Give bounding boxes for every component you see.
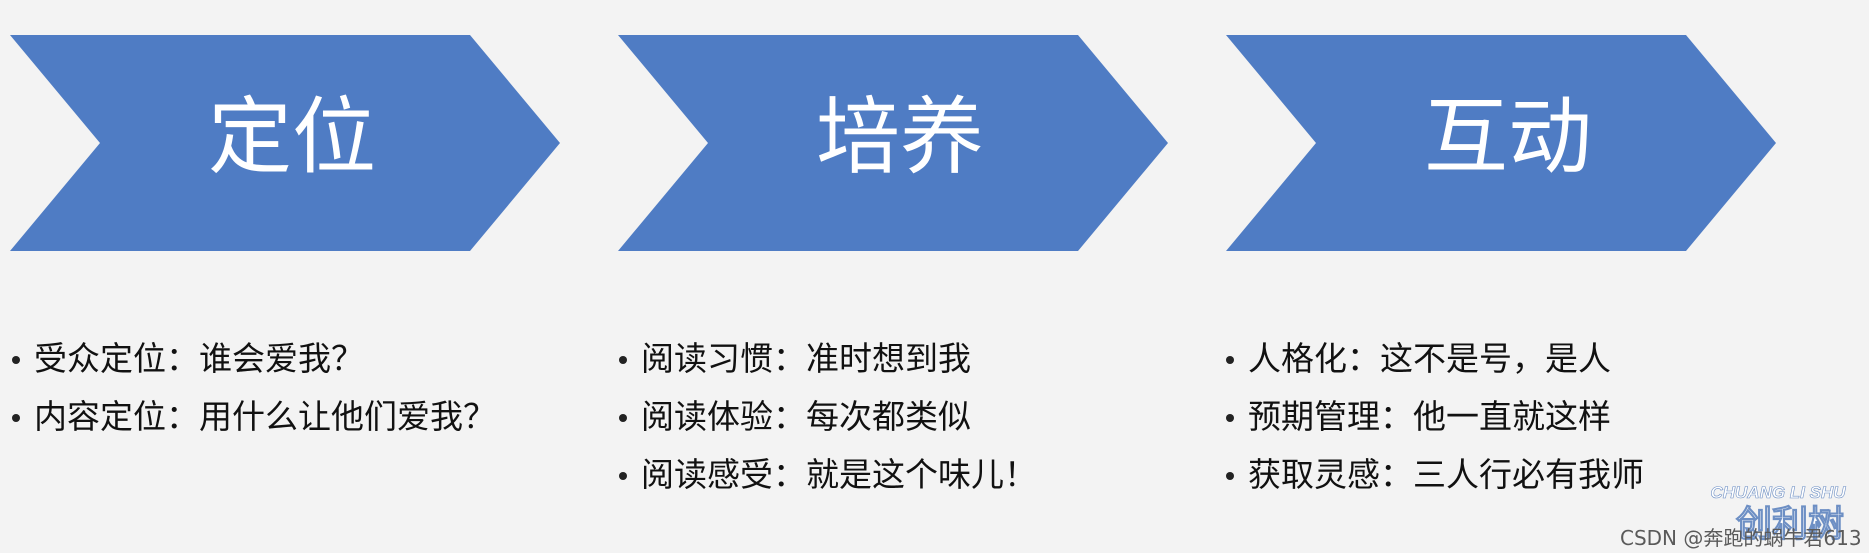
column-cultivation: 阅读习惯：准时想到我 阅读体验：每次都类似 阅读感受：就是这个味儿！: [615, 335, 1175, 509]
bullet-item: 获取灵感：三人行必有我师: [1222, 451, 1842, 499]
bullet-dot-icon: [12, 356, 20, 364]
bullet-item: 预期管理：他一直就这样: [1222, 393, 1842, 441]
bullet-dot-icon: [1226, 472, 1234, 480]
bullet-item: 阅读习惯：准时想到我: [615, 335, 1175, 383]
column-interaction: 人格化：这不是号，是人 预期管理：他一直就这样 获取灵感：三人行必有我师: [1222, 335, 1842, 509]
watermark-logo: CHUANG LI SHU 创利树: [1710, 483, 1846, 546]
chevron-3-title: 互动: [1424, 88, 1592, 186]
column-positioning: 受众定位：谁会爱我？ 内容定位：用什么让他们爱我？: [8, 335, 528, 451]
bullet-dot-icon: [12, 414, 20, 422]
chevron-2-title: 培养: [816, 88, 984, 186]
bullet-item: 阅读体验：每次都类似: [615, 393, 1175, 441]
bullet-item: 受众定位：谁会爱我？: [8, 335, 528, 383]
bullet-item: 阅读感受：就是这个味儿！: [615, 451, 1175, 499]
bullet-dot-icon: [1226, 356, 1234, 364]
svg-text:CHUANG LI SHU: CHUANG LI SHU: [1710, 483, 1846, 502]
chevron-2: [618, 35, 1168, 251]
svg-text:创利树: 创利树: [1736, 504, 1844, 545]
chevron-3: [1226, 35, 1776, 251]
watermark-text: CSDN @奔跑的蜗牛君613: [1620, 526, 1862, 550]
bullet-dot-icon: [619, 414, 627, 422]
bullet-item: 人格化：这不是号，是人: [1222, 335, 1842, 383]
bullet-dot-icon: [619, 356, 627, 364]
bullet-item: 内容定位：用什么让他们爱我？: [8, 393, 528, 441]
chevron-1: [10, 35, 560, 251]
bullet-dot-icon: [1226, 414, 1234, 422]
bullet-dot-icon: [619, 472, 627, 480]
chevron-1-title: 定位: [208, 88, 376, 186]
